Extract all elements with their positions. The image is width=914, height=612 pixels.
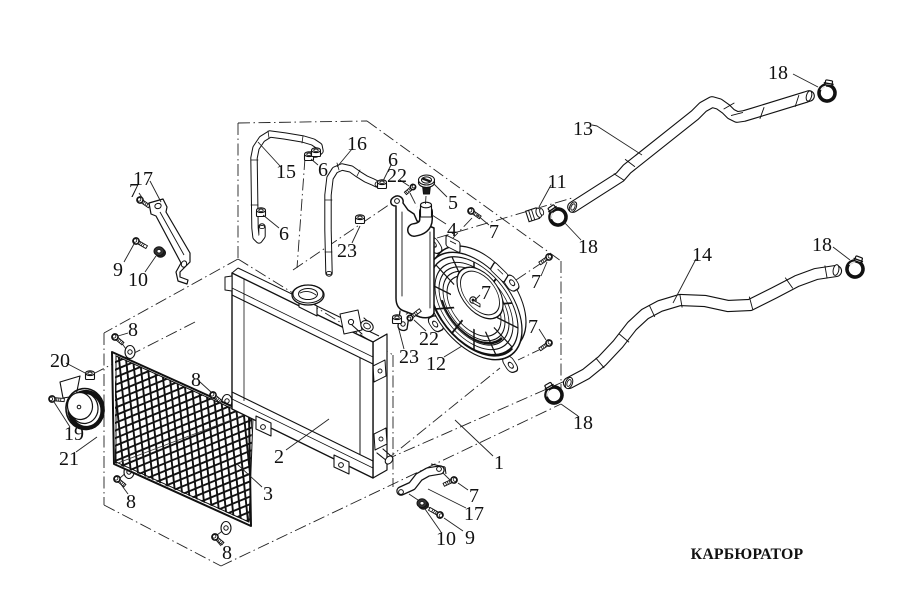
svg-text:6: 6 xyxy=(388,149,398,171)
svg-text:15: 15 xyxy=(276,161,296,183)
svg-text:18: 18 xyxy=(768,62,788,84)
svg-text:5: 5 xyxy=(448,192,458,214)
svg-text:8: 8 xyxy=(128,319,138,341)
svg-text:13: 13 xyxy=(573,118,593,140)
svg-text:23: 23 xyxy=(399,346,419,368)
svg-text:7: 7 xyxy=(481,282,491,304)
svg-text:4: 4 xyxy=(447,219,457,241)
svg-text:7: 7 xyxy=(531,271,541,293)
svg-text:9: 9 xyxy=(113,259,123,281)
svg-text:10: 10 xyxy=(128,269,148,291)
svg-text:6: 6 xyxy=(318,159,328,181)
svg-text:18: 18 xyxy=(573,412,593,434)
svg-text:17: 17 xyxy=(464,503,484,525)
svg-text:8: 8 xyxy=(222,542,232,564)
svg-text:21: 21 xyxy=(59,448,79,470)
svg-text:10: 10 xyxy=(436,528,456,550)
svg-text:9: 9 xyxy=(465,527,475,549)
svg-text:11: 11 xyxy=(547,171,566,193)
svg-text:8: 8 xyxy=(191,369,201,391)
svg-text:17: 17 xyxy=(133,168,153,190)
svg-text:18: 18 xyxy=(812,234,832,256)
svg-text:16: 16 xyxy=(347,133,367,155)
svg-text:22: 22 xyxy=(387,165,407,187)
svg-text:18: 18 xyxy=(578,236,598,258)
svg-text:14: 14 xyxy=(692,244,712,266)
svg-text:1: 1 xyxy=(494,452,504,474)
svg-text:2: 2 xyxy=(274,446,284,468)
svg-text:22: 22 xyxy=(419,328,439,350)
svg-text:7: 7 xyxy=(489,221,499,243)
svg-text:19: 19 xyxy=(64,423,84,445)
svg-text:20: 20 xyxy=(50,350,70,372)
svg-text:23: 23 xyxy=(337,240,357,262)
svg-text:КАРБЮРАТОР: КАРБЮРАТОР xyxy=(691,546,804,563)
svg-text:8: 8 xyxy=(126,491,136,513)
svg-text:6: 6 xyxy=(279,223,289,245)
svg-text:7: 7 xyxy=(469,485,479,507)
svg-text:7: 7 xyxy=(528,316,538,338)
svg-text:3: 3 xyxy=(263,483,273,505)
svg-text:12: 12 xyxy=(426,353,446,375)
svg-text:7: 7 xyxy=(129,180,139,202)
